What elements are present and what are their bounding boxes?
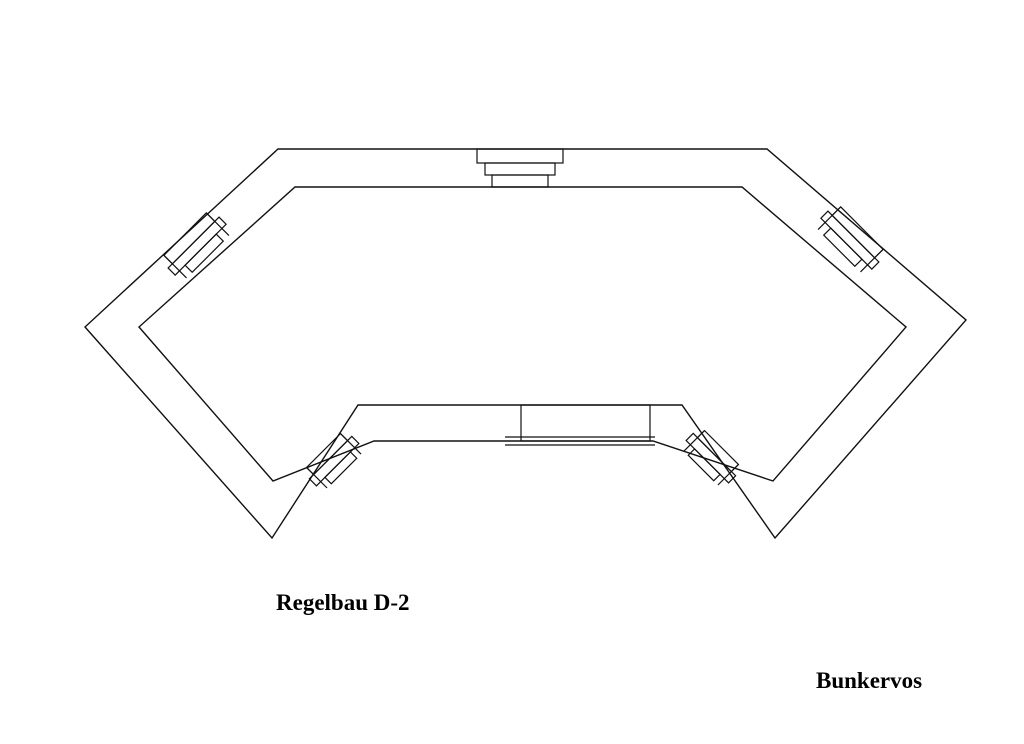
lower-right-embrasure (683, 429, 740, 486)
lower-left-embrasure (305, 432, 362, 489)
plan-title: Regelbau D-2 (276, 590, 410, 615)
upper-left-embrasure (163, 212, 230, 279)
upper-right-embrasure (817, 206, 884, 273)
inner-wall (138, 186, 907, 482)
outer-wall (84, 148, 967, 540)
entrance-opening (505, 404, 655, 446)
source-credit: Bunkervos (816, 668, 923, 693)
top-embrasure (476, 148, 564, 188)
